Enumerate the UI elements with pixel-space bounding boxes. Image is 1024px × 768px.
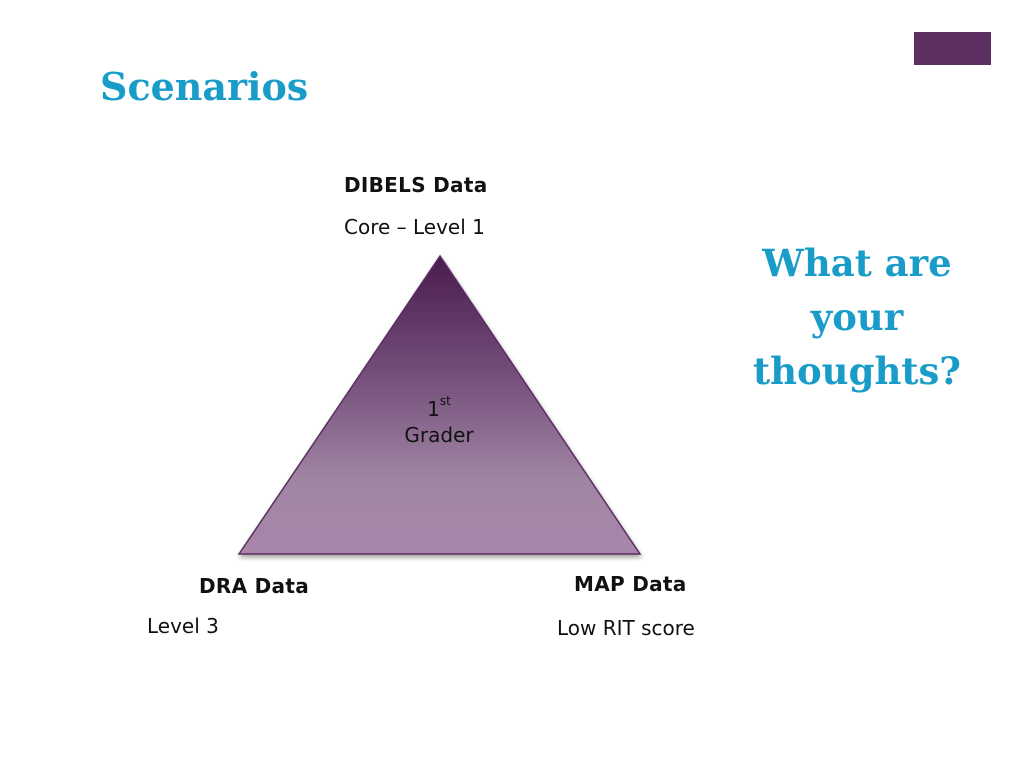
dibels-heading: DIBELS Data [344,173,488,197]
ordinal-suffix: st [439,394,451,408]
ordinal-number: 1 [427,397,440,421]
dra-detail: Level 3 [147,614,219,638]
dibels-detail: Core – Level 1 [344,215,485,239]
map-heading: MAP Data [574,572,687,596]
pyramid-triangle [237,254,642,555]
corner-accent-block [914,32,991,65]
map-detail: Low RIT score [557,616,695,640]
slide-title: Scenarios [100,64,309,109]
grader-word: Grader [404,423,474,447]
discussion-question: What are your thoughts? [753,241,961,393]
pyramid-center-label: 1st Grader [389,394,489,448]
dra-heading: DRA Data [199,574,309,598]
pyramid-shape [237,254,642,555]
